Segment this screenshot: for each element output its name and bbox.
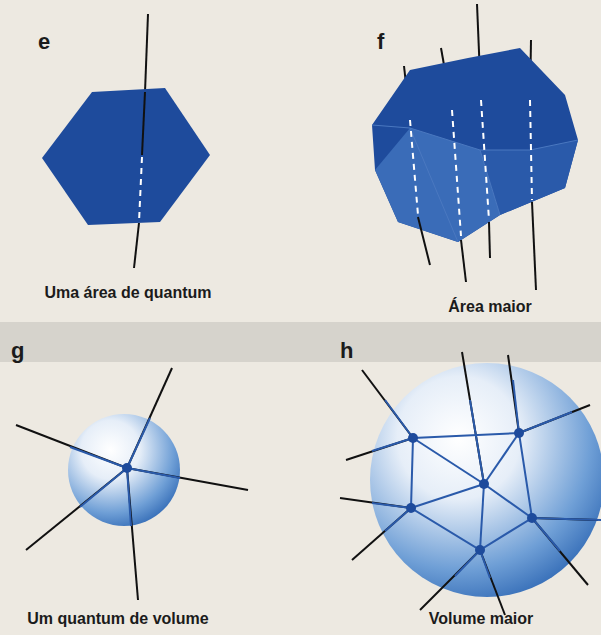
- quantum-volume: [16, 368, 248, 600]
- caption: Volume maior: [429, 610, 534, 628]
- caption: Uma área de quantum: [44, 284, 211, 302]
- larger-volume: [340, 352, 601, 615]
- panel-letter: g: [11, 339, 24, 363]
- caption: Um quantum de volume: [27, 610, 208, 628]
- caption: Área maior: [448, 298, 532, 316]
- quantum-area: [42, 14, 210, 268]
- panel-letter: h: [340, 339, 353, 363]
- band: [0, 322, 601, 362]
- panel-letter: e: [38, 30, 50, 54]
- panel-letter: f: [377, 30, 384, 54]
- larger-area: [372, 4, 578, 290]
